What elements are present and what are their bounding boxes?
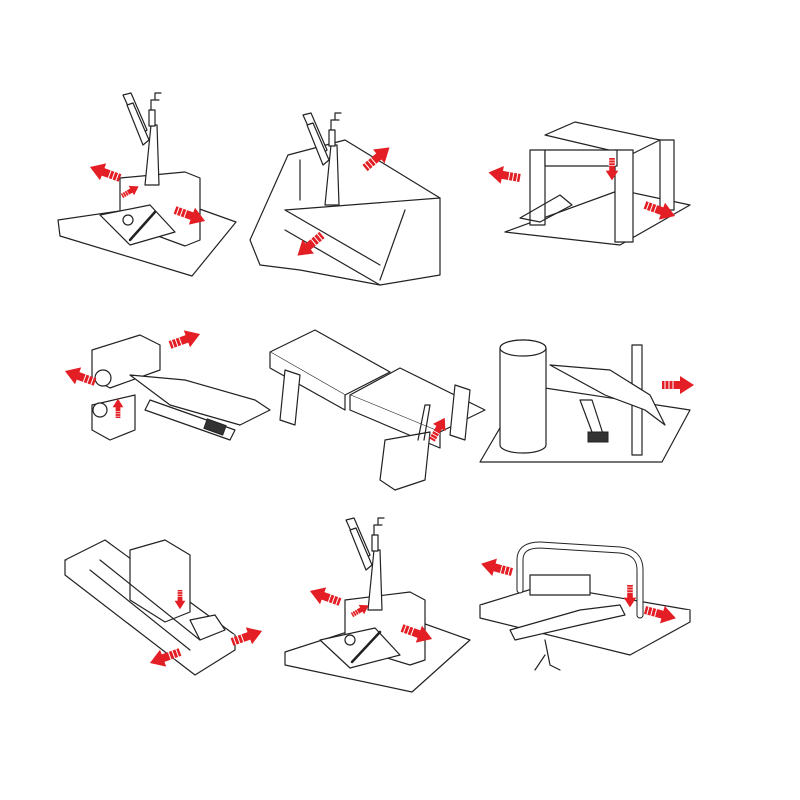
panel-wooden-beams-clamp bbox=[269, 329, 486, 491]
red-arrow-right bbox=[166, 325, 204, 354]
red-arrow-right bbox=[661, 375, 695, 395]
panel-hinge-blocks-clamp bbox=[61, 325, 271, 441]
red-arrow-left bbox=[478, 554, 515, 582]
panel-plate-vertical-clamp-2 bbox=[284, 517, 471, 693]
red-arrow-left bbox=[86, 158, 124, 187]
panel-u-handle-clamp bbox=[478, 541, 691, 671]
panel-beam-vertical-clamp bbox=[249, 112, 441, 286]
panel-frame-box-clamp bbox=[486, 121, 691, 246]
red-arrow-left bbox=[306, 582, 344, 611]
panel-post-clamp bbox=[479, 339, 695, 463]
red-arrow-left bbox=[486, 163, 523, 188]
panel-plate-vertical-clamp bbox=[57, 92, 237, 277]
panel-channel-clamp bbox=[64, 539, 266, 676]
